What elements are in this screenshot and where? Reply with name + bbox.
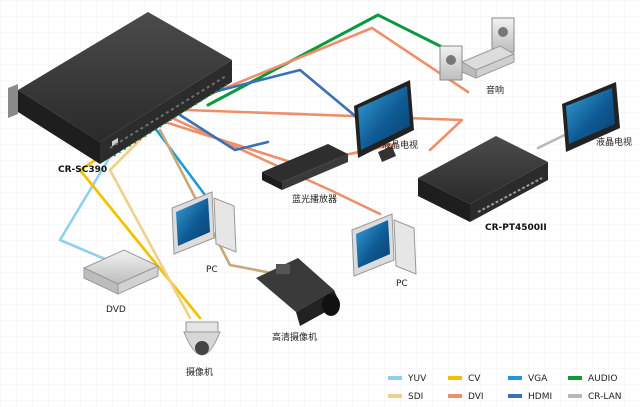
dome-camera-icon[interactable]: [183, 321, 221, 356]
legend-label: YUV: [407, 374, 427, 384]
speaker-icon[interactable]: [439, 17, 516, 81]
legend-label: DVI: [468, 392, 484, 402]
vga-cable-pc: [150, 122, 207, 197]
bluray-player-icon[interactable]: [262, 144, 348, 190]
dome-camera-label: 摄像机: [186, 366, 213, 378]
hdmi-cable-bluray: [178, 113, 270, 152]
lcd-tv-top-label: 液晶电视: [382, 139, 418, 151]
dvi-cable-audio: [194, 26, 470, 102]
legend-label: HDMI: [528, 392, 552, 402]
lcd-tv-right-label: 液晶电视: [596, 136, 632, 148]
legend-label: VGA: [528, 374, 548, 384]
legend-swatch: [388, 394, 402, 398]
legend-swatch: [448, 394, 462, 398]
legend-item-cv: CV: [448, 374, 481, 384]
legend-label: CV: [468, 374, 481, 384]
cr-pt4500ii-label: CR-PT4500II: [485, 223, 547, 233]
legend-item-hdmi: HDMI: [508, 392, 552, 402]
legend-item-dvi: DVI: [448, 392, 484, 402]
hd-camera-icon[interactable]: [256, 258, 340, 326]
legend-item-vga: VGA: [508, 374, 548, 384]
dvd-player-icon[interactable]: [82, 249, 160, 295]
pc-right-icon[interactable]: [351, 213, 417, 277]
legend-label: SDI: [408, 392, 423, 402]
legend-swatch: [568, 394, 582, 398]
legend: YUV CV VGA AUDIO SDI DVI HDMI CR-LAN: [388, 374, 622, 402]
legend-swatch: [508, 394, 522, 398]
pc-left-label: PC: [206, 265, 218, 275]
sdi-cable-hd-camera: [158, 128, 284, 277]
hd-camera-label: 高清摄像机: [272, 331, 317, 343]
legend-item-audio: AUDIO: [568, 374, 617, 384]
audio-label: 音响: [486, 84, 504, 96]
legend-swatch: [508, 376, 522, 380]
legend-item-cr-lan: CR-LAN: [568, 392, 622, 402]
hdmi-cable-lcd: [188, 68, 362, 122]
yuv-cable-dvd: [58, 148, 116, 264]
pc-left-icon[interactable]: [171, 191, 237, 255]
cr-sc390-device[interactable]: [8, 12, 232, 164]
legend-swatch: [448, 376, 462, 380]
cables: [58, 13, 577, 320]
cr-sc390-label: CR-SC390: [58, 165, 107, 175]
lcd-tv-top-icon[interactable]: [354, 80, 414, 162]
sdi-cable-camera: [108, 132, 192, 320]
lcd-tv-right-icon[interactable]: [562, 82, 620, 152]
dvd-label: DVD: [106, 305, 126, 315]
legend-swatch: [388, 376, 402, 380]
legend-item-yuv: YUV: [388, 374, 427, 384]
legend-label: CR-LAN: [588, 392, 622, 402]
legend-item-sdi: SDI: [388, 392, 423, 402]
cr-pt4500ii-device[interactable]: [418, 136, 548, 222]
legend-label: AUDIO: [588, 374, 617, 384]
legend-swatch: [568, 376, 582, 380]
audio-cable: [206, 13, 454, 107]
dvi-cable-presenter: [184, 108, 464, 152]
bluray-label: 蓝光播放器: [292, 193, 337, 205]
pc-right-label: PC: [396, 279, 408, 289]
